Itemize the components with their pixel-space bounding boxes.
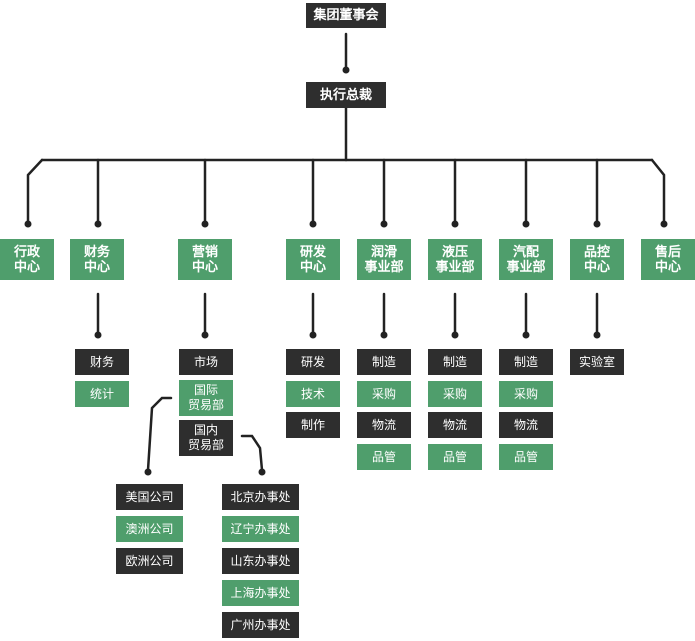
autoparts-item: 品管 (499, 444, 553, 470)
autoparts-item: 物流 (499, 412, 553, 438)
finance-item: 统计 (75, 381, 129, 407)
dept-hydraulic: 液压 事业部 (428, 239, 482, 280)
dept-rnd: 研发 中心 (286, 239, 340, 280)
dept-autoparts: 汽配 事业部 (499, 239, 553, 280)
finance-item: 财务 (75, 349, 129, 375)
dept-lubrication: 润滑 事业部 (357, 239, 411, 280)
marketing-item: 国际 贸易部 (179, 380, 233, 416)
ceo-node: 执行总裁 (306, 82, 386, 108)
lubrication-item: 物流 (357, 412, 411, 438)
autoparts-item: 制造 (499, 349, 553, 375)
dept-aftersales: 售后 中心 (641, 239, 695, 280)
dept-marketing: 营销 中心 (178, 239, 232, 280)
domestic-item: 广州办事处 (222, 612, 299, 638)
international-item: 欧洲公司 (116, 548, 183, 574)
board-node: 集团董事会 (306, 3, 386, 28)
marketing-item: 市场 (179, 349, 233, 375)
rnd-item: 研发 (286, 349, 340, 375)
domestic-item: 山东办事处 (222, 548, 299, 574)
hydraulic-item: 采购 (428, 381, 482, 407)
autoparts-item: 采购 (499, 381, 553, 407)
marketing-item: 国内 贸易部 (179, 420, 233, 456)
lubrication-item: 制造 (357, 349, 411, 375)
rnd-item: 制作 (286, 412, 340, 438)
domestic-item: 辽宁办事处 (222, 516, 299, 542)
lubrication-item: 品管 (357, 444, 411, 470)
dept-finance: 财务 中心 (70, 239, 124, 280)
quality-item: 实验室 (570, 349, 624, 375)
international-item: 美国公司 (116, 484, 183, 510)
dept-admin: 行政 中心 (0, 239, 54, 280)
dept-quality: 品控 中心 (570, 239, 624, 280)
domestic-item: 北京办事处 (222, 484, 299, 510)
international-item: 澳洲公司 (116, 516, 183, 542)
lubrication-item: 采购 (357, 381, 411, 407)
hydraulic-item: 制造 (428, 349, 482, 375)
domestic-item: 上海办事处 (222, 580, 299, 606)
rnd-item: 技术 (286, 381, 340, 407)
hydraulic-item: 物流 (428, 412, 482, 438)
hydraulic-item: 品管 (428, 444, 482, 470)
